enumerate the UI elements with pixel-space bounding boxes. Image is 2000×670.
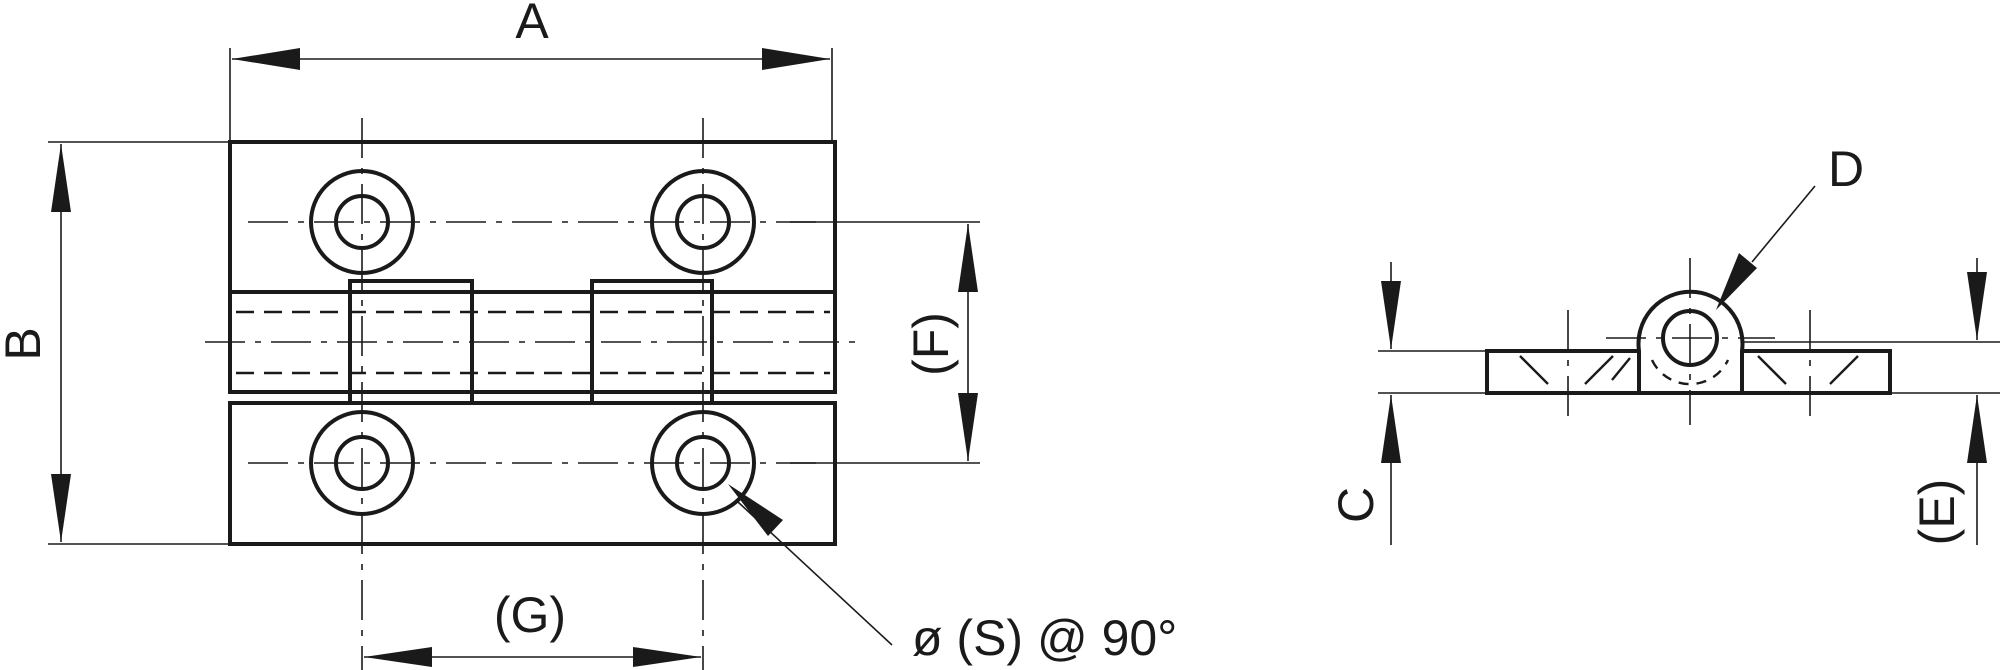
leader-d	[1716, 185, 1816, 310]
dimension-label-g: (G)	[494, 587, 566, 643]
side-leaf-left	[1485, 349, 1641, 395]
dimension-label-b: B	[0, 327, 51, 360]
hole-top-left	[309, 169, 415, 275]
dimension-label-a: A	[515, 0, 549, 49]
side-view: C (E) D	[1328, 141, 2000, 545]
section-hatching	[1519, 355, 1859, 385]
callout-label-s: ø (S) @ 90°	[912, 610, 1177, 666]
front-view: A B (F) (G) ø (	[0, 0, 1177, 670]
dimension-label-e: (E)	[1909, 479, 1965, 546]
lower-leaf	[228, 401, 837, 546]
callout-label-d: D	[1828, 141, 1864, 197]
dimension-f	[790, 221, 980, 464]
knuckle-segment-right	[590, 279, 714, 403]
hole-bottom-left	[309, 410, 415, 516]
upper-leaf	[228, 140, 837, 294]
dimension-c	[1378, 262, 1485, 545]
dimension-e	[1742, 258, 2000, 545]
leader-s	[728, 484, 893, 646]
hole-top-right	[650, 169, 756, 275]
hole-bottom-right	[650, 410, 756, 516]
dimension-a	[229, 48, 833, 140]
dimension-b	[48, 141, 228, 545]
side-leaf-right	[1740, 349, 1892, 395]
dimension-label-f: (F)	[903, 312, 959, 376]
dimension-g	[364, 647, 701, 667]
dimension-label-c: C	[1328, 487, 1384, 523]
